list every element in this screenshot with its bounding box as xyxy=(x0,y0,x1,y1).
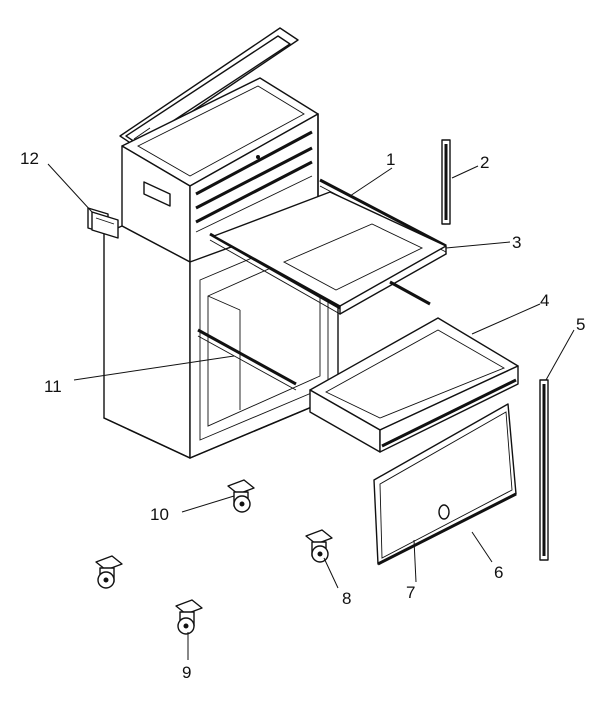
slide-rails xyxy=(197,178,447,391)
callout-11: 11 xyxy=(44,377,62,396)
callout-3: 3 xyxy=(512,233,521,252)
door-panel xyxy=(373,403,517,566)
caster-9 xyxy=(175,599,203,635)
caster-8 xyxy=(305,529,333,563)
callout-7: 7 xyxy=(406,583,415,602)
callout-8: 8 xyxy=(342,589,351,608)
sliding-tray xyxy=(213,191,447,315)
rod-long xyxy=(539,379,549,561)
caster-10 xyxy=(227,479,255,513)
leader-lines xyxy=(47,163,575,660)
callout-9: 9 xyxy=(182,663,191,682)
caster-unlabeled xyxy=(95,555,123,589)
callout-5: 5 xyxy=(576,315,585,334)
callout-4: 4 xyxy=(540,291,549,310)
side-handle-bracket xyxy=(87,207,119,239)
callout-10: 10 xyxy=(150,505,169,524)
callout-6: 6 xyxy=(494,563,503,582)
callout-1: 1 xyxy=(386,150,395,169)
drawer xyxy=(309,317,519,453)
callout-12: 12 xyxy=(20,149,39,168)
callout-2: 2 xyxy=(480,153,489,172)
callout-labels: 1 2 3 4 5 6 7 8 9 10 11 12 xyxy=(20,149,585,682)
rod-short xyxy=(441,139,451,225)
